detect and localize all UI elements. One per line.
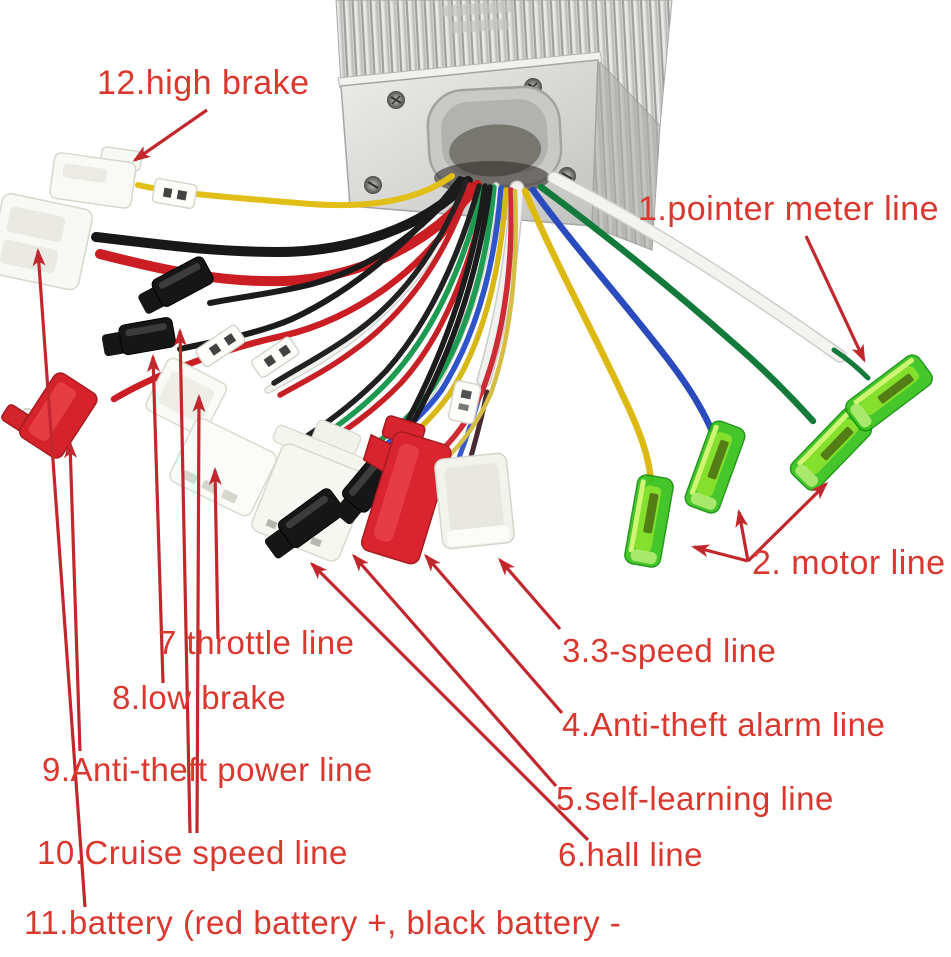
wire-tags <box>151 177 482 425</box>
sm-plug-hall <box>264 488 345 559</box>
arrow-motor-3 <box>746 481 829 563</box>
wire-tag-throttle <box>251 336 300 379</box>
label-throttle-line: 7 throttle line <box>158 624 355 661</box>
motor-yellow-wire <box>521 187 655 485</box>
anti-theft-alarm-connector <box>360 415 452 565</box>
arrow-cruise-2 <box>192 394 206 834</box>
wire-tag-center <box>447 380 482 425</box>
motor-green-wire <box>537 183 817 425</box>
high-brake-connector <box>49 146 143 209</box>
motor-terminal-blue <box>684 420 746 514</box>
arrow-anti-theft-alarm <box>424 553 564 715</box>
motor-blue-wire <box>529 186 715 433</box>
throttle-connector <box>169 417 277 517</box>
connectors <box>0 146 933 568</box>
arrow-pointer-meter <box>804 235 866 363</box>
arrow-anti-theft-power <box>63 440 82 752</box>
embossed-stamp <box>440 1 515 34</box>
arrow-high-brake <box>132 108 208 162</box>
wire-tag-high-brake <box>151 177 198 210</box>
anti-theft-power-connector <box>1 372 98 459</box>
label-anti-theft-power-line: 9.Anti-theft power line <box>42 751 373 788</box>
label-motor-line: 2. motor line <box>752 544 946 582</box>
label-battery: 11.battery (red battery +, black battery… <box>24 904 622 941</box>
arrow-cruise-1 <box>173 328 192 834</box>
arrow-battery <box>32 248 87 908</box>
sm-plug-low-brake <box>101 317 176 357</box>
three-speed-connector <box>434 452 515 550</box>
battery-black-wire <box>91 176 473 258</box>
sm-plug-cruise <box>138 256 214 314</box>
battery-connector <box>0 192 94 291</box>
label-anti-theft-alarm-line: 4.Anti-theft alarm line <box>562 706 886 743</box>
arrow-motor-2 <box>735 509 750 562</box>
motor-terminal-green <box>789 407 873 491</box>
arrow-motor-1 <box>691 544 749 563</box>
battery-red-wire <box>95 180 482 287</box>
label-cruise-speed-line: 10.Cruise speed line <box>37 834 348 871</box>
arrow-low-brake <box>146 354 165 684</box>
label-pointer-meter-line: 1.pointer meter line <box>638 190 940 228</box>
label-3-speed-line: 3.3-speed line <box>562 632 777 669</box>
arrow-hall <box>309 561 590 842</box>
label-hall-line: 6.hall line <box>558 836 703 873</box>
arrow-self-learning <box>352 553 558 788</box>
label-self-learning-line: 5.self-learning line <box>556 780 834 817</box>
label-low-brake: 8.low brake <box>112 679 287 716</box>
annotation-arrows <box>32 108 866 908</box>
pointer-meter-terminal <box>845 354 933 432</box>
arrow-3-speed <box>498 557 562 631</box>
label-high-brake: 12.high brake <box>97 64 310 102</box>
cable-grommet <box>426 85 563 190</box>
motor-terminal-yellow <box>624 474 674 568</box>
arrow-throttle <box>208 467 222 640</box>
wire-tag-low-brake <box>195 324 246 368</box>
